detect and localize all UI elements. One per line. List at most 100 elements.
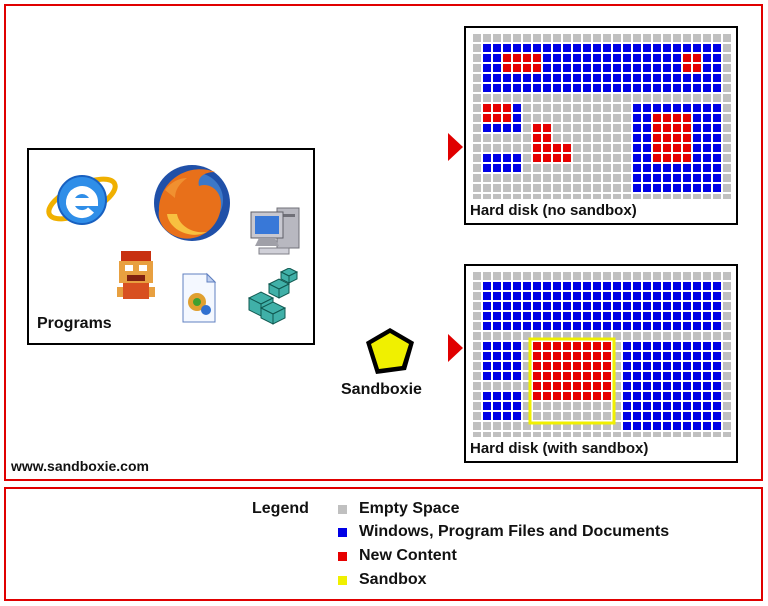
- disk-cell: [693, 174, 701, 182]
- disk-cell: [673, 342, 681, 350]
- disk-cell: [673, 74, 681, 82]
- disk-cell: [623, 184, 631, 192]
- disk-cell: [483, 432, 491, 437]
- disk-cell: [723, 144, 731, 152]
- disk-cell: [563, 144, 571, 152]
- disk-cell: [653, 422, 661, 430]
- disk-cell: [523, 372, 531, 380]
- disk-cell: [543, 292, 551, 300]
- disk-cell: [513, 74, 521, 82]
- disk-cell: [673, 432, 681, 437]
- disk-cell: [613, 34, 621, 42]
- disk-cell: [633, 74, 641, 82]
- disk-cell: [473, 104, 481, 112]
- disk-cell: [483, 154, 491, 162]
- disk-cell: [723, 392, 731, 400]
- disk-cell: [613, 372, 621, 380]
- disk-cell: [593, 352, 601, 360]
- disk-cell: [573, 124, 581, 132]
- disk-cell: [603, 34, 611, 42]
- disk-cell: [553, 302, 561, 310]
- disk-cell: [543, 312, 551, 320]
- disk-cell: [693, 84, 701, 92]
- disk-cell: [663, 144, 671, 152]
- disk-cell: [723, 174, 731, 182]
- disk-cell: [623, 402, 631, 410]
- disk-cell: [703, 272, 711, 280]
- disk-cell: [683, 44, 691, 52]
- disk-cell: [533, 322, 541, 330]
- disk-cell: [563, 84, 571, 92]
- disk-cell: [563, 64, 571, 72]
- disk-cell: [673, 134, 681, 142]
- disk-cell: [493, 164, 501, 172]
- disk-cell: [593, 164, 601, 172]
- disk-cell: [473, 362, 481, 370]
- disk-cell: [543, 164, 551, 172]
- disk-cell: [603, 402, 611, 410]
- website-url: www.sandboxie.com: [11, 458, 149, 474]
- disk-cell: [713, 372, 721, 380]
- disk-cell: [623, 74, 631, 82]
- disk-cell: [703, 194, 711, 199]
- disk-cell: [683, 392, 691, 400]
- disk-cell: [713, 292, 721, 300]
- disk-cell: [683, 64, 691, 72]
- disk-cell: [653, 84, 661, 92]
- disk-cell: [513, 342, 521, 350]
- disk-cell: [513, 164, 521, 172]
- disk-cell: [723, 54, 731, 62]
- disk-cell: [683, 94, 691, 102]
- disk-cell: [673, 114, 681, 122]
- disk-cell: [483, 64, 491, 72]
- disk-cell: [633, 292, 641, 300]
- disk-cell: [553, 74, 561, 82]
- disk-cell: [563, 422, 571, 430]
- disk-cell: [533, 402, 541, 410]
- disk-label-no-sandbox: Hard disk (no sandbox): [470, 202, 637, 219]
- disk-cell: [543, 412, 551, 420]
- disk-cell: [723, 342, 731, 350]
- disk-cell: [563, 412, 571, 420]
- disk-cell: [643, 164, 651, 172]
- sandboxie-label: Sandboxie: [341, 381, 422, 398]
- disk-cell: [653, 144, 661, 152]
- disk-cell: [533, 302, 541, 310]
- disk-cell: [613, 144, 621, 152]
- disk-cell: [723, 302, 731, 310]
- disk-cell: [503, 124, 511, 132]
- disk-cell: [493, 332, 501, 340]
- disk-cell: [573, 34, 581, 42]
- disk-cell: [523, 312, 531, 320]
- disk-cell: [523, 184, 531, 192]
- disk-cell: [483, 272, 491, 280]
- disk-cell: [723, 94, 731, 102]
- disk-cell: [633, 144, 641, 152]
- disk-cell: [723, 332, 731, 340]
- disk-cell: [523, 134, 531, 142]
- disk-cell: [493, 174, 501, 182]
- disk-cell: [633, 84, 641, 92]
- disk-cell: [633, 402, 641, 410]
- disk-cell: [513, 272, 521, 280]
- disk-cell: [723, 292, 731, 300]
- disk-cell: [583, 292, 591, 300]
- disk-cell: [563, 282, 571, 290]
- disk-cell: [693, 282, 701, 290]
- disk-cell: [653, 332, 661, 340]
- disk-cell: [683, 134, 691, 142]
- disk-cell: [583, 302, 591, 310]
- disk-cell: [543, 44, 551, 52]
- disk-cell: [683, 372, 691, 380]
- disk-cell: [653, 322, 661, 330]
- disk-cell: [623, 94, 631, 102]
- disk-cell: [713, 74, 721, 82]
- disk-cell: [533, 352, 541, 360]
- disk-cell: [713, 64, 721, 72]
- disk-cell: [543, 54, 551, 62]
- disk-cell: [643, 114, 651, 122]
- disk-cell: [683, 194, 691, 199]
- legend-title: Legend: [252, 500, 309, 517]
- disk-cell: [593, 282, 601, 290]
- disk-cell: [583, 362, 591, 370]
